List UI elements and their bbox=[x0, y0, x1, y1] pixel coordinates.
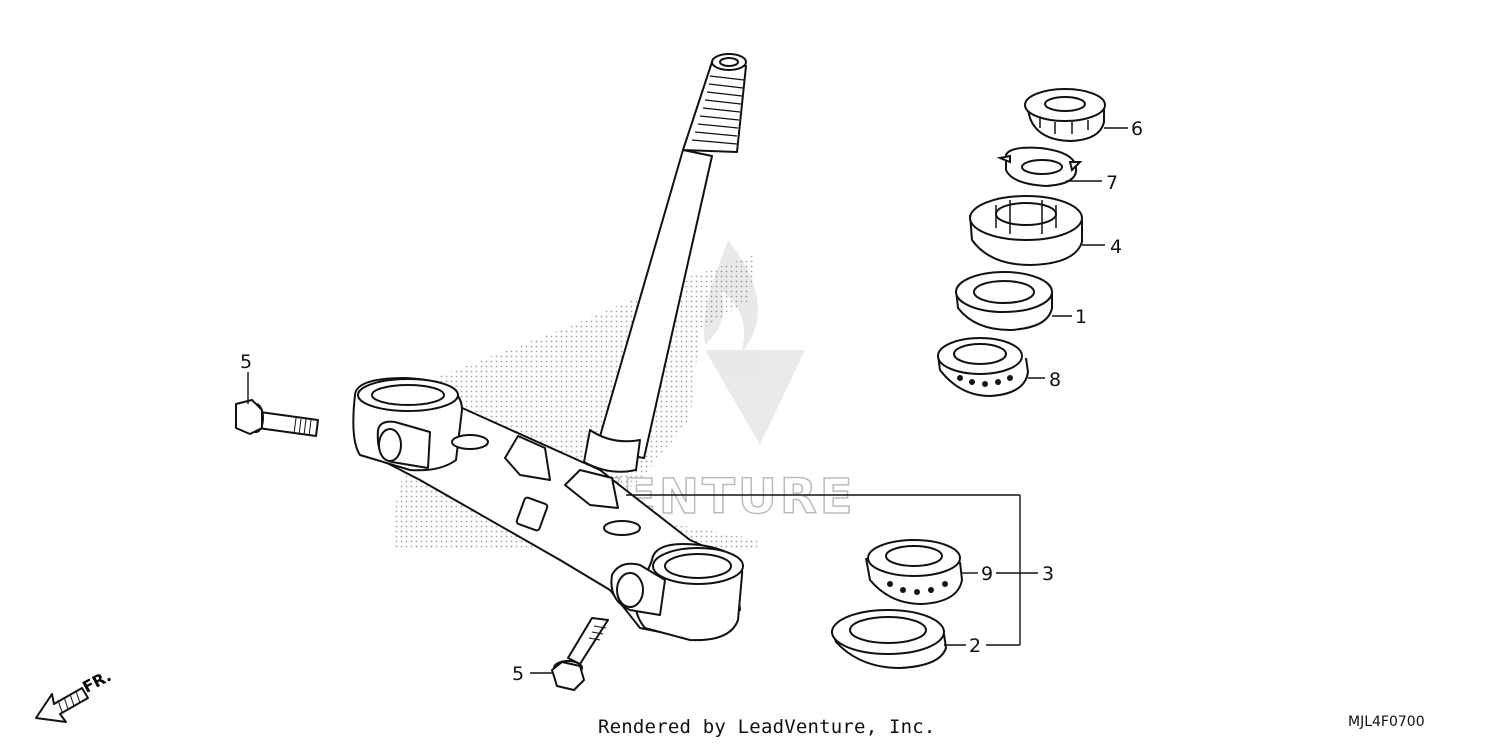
bottom-bridge[interactable] bbox=[352, 377, 744, 642]
steering-stem[interactable] bbox=[583, 53, 747, 473]
lower-bearing[interactable] bbox=[865, 539, 964, 606]
callout-8: 8 bbox=[1049, 369, 1061, 391]
flange-bolt-upper[interactable] bbox=[235, 399, 319, 437]
callout-3: 3 bbox=[1042, 563, 1054, 585]
watermark-logo bbox=[704, 240, 805, 445]
adjusting-nut[interactable] bbox=[969, 195, 1083, 267]
dust-seal[interactable] bbox=[955, 271, 1053, 332]
callout-5-lower: 5 bbox=[512, 663, 524, 685]
callout-1: 1 bbox=[1075, 306, 1087, 328]
leader-lines bbox=[247, 127, 1128, 674]
callout-9: 9 bbox=[981, 563, 993, 585]
drawing-code: MJL4F0700 bbox=[1348, 714, 1425, 730]
lock-washer[interactable] bbox=[996, 146, 1083, 188]
callout-7: 7 bbox=[1106, 172, 1118, 194]
callout-2: 2 bbox=[969, 635, 981, 657]
credit-text: Rendered by LeadVenture, Inc. bbox=[598, 716, 936, 738]
callout-6: 6 bbox=[1131, 118, 1143, 140]
lock-nut[interactable] bbox=[1024, 88, 1106, 143]
flange-bolt-lower[interactable] bbox=[551, 617, 609, 691]
callout-4: 4 bbox=[1110, 236, 1122, 258]
callout-5-upper: 5 bbox=[240, 351, 252, 373]
lower-dust-seal[interactable] bbox=[831, 609, 948, 670]
upper-bearing[interactable] bbox=[937, 337, 1030, 398]
front-direction-arrow-icon bbox=[35, 687, 89, 723]
